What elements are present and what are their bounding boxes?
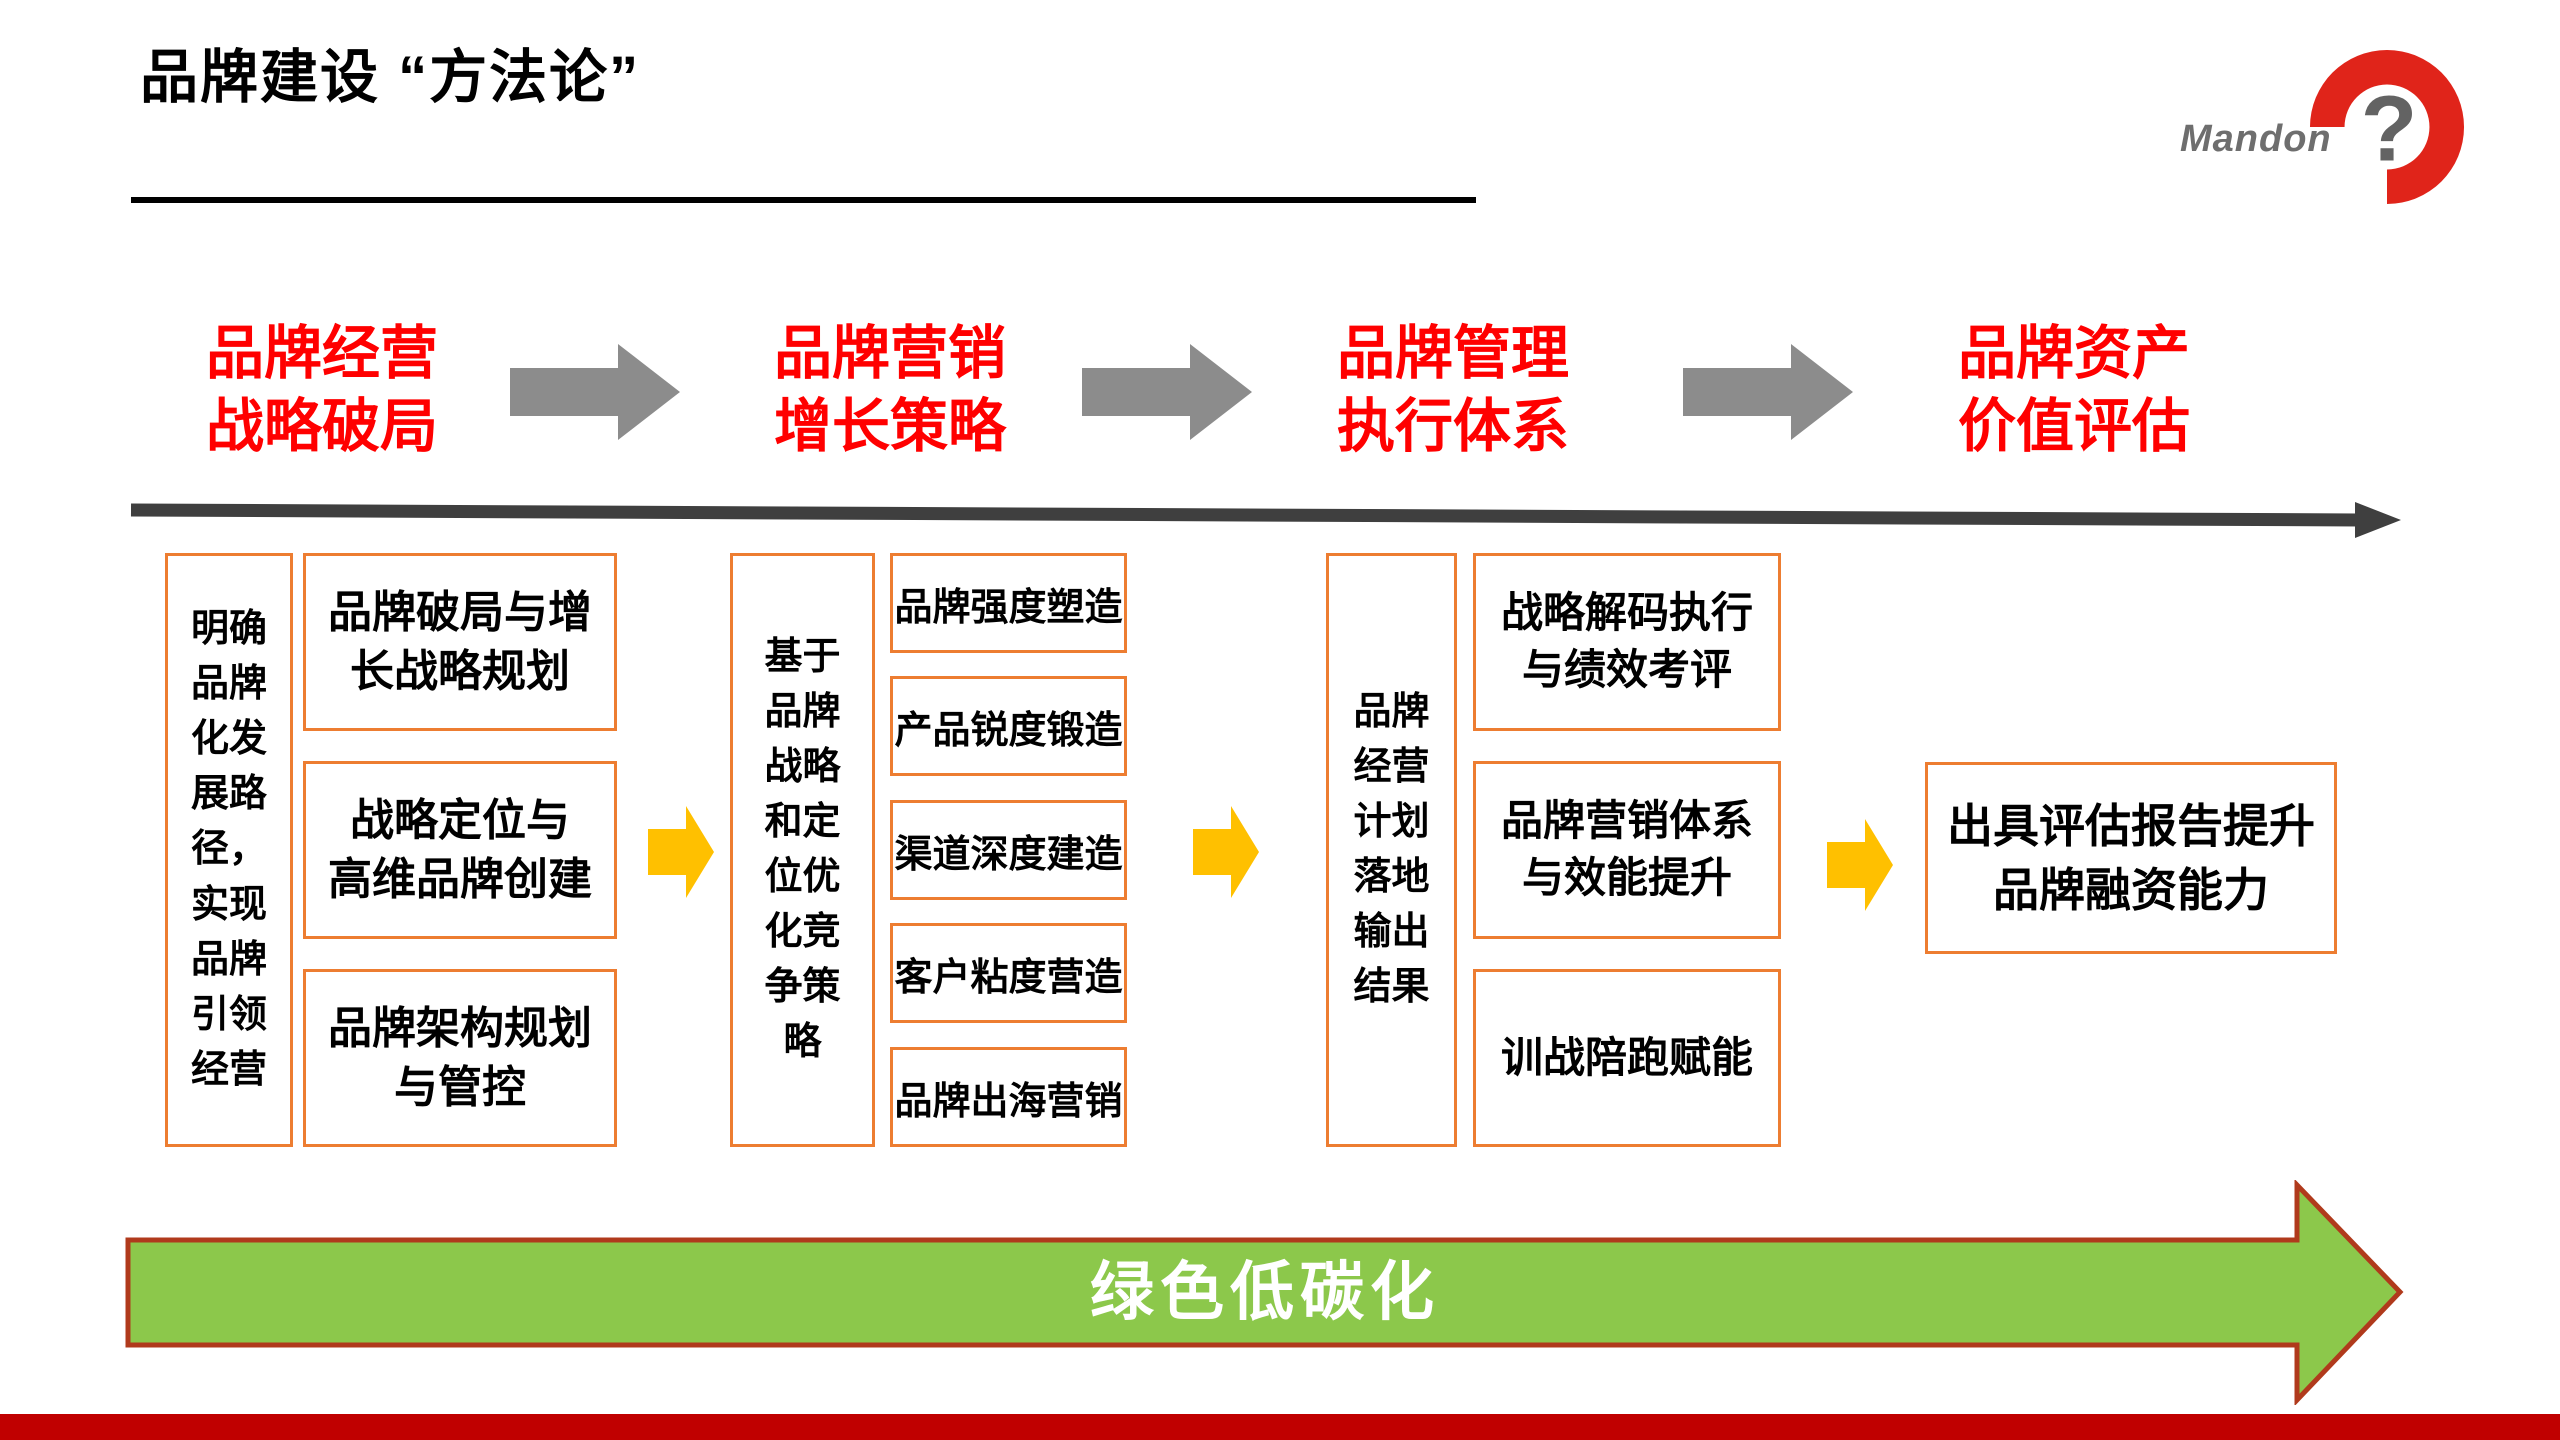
result-box: 出具评估报告提升 品牌融资能力 xyxy=(1925,762,2337,954)
title-underline xyxy=(131,197,1476,203)
group-3-box-3: 训战陪跑赋能 xyxy=(1473,969,1781,1147)
group-2-box-5: 品牌出海营销 xyxy=(890,1047,1127,1147)
logo-mark-icon: ? xyxy=(2309,49,2465,205)
flow-arrow-icon-1 xyxy=(648,806,714,898)
group-1-box-3: 品牌架构规划 与管控 xyxy=(303,969,617,1147)
group-1-box-2: 战略定位与 高维品牌创建 xyxy=(303,761,617,939)
group-1-side-box: 明确 品牌 化发 展路 径， 实现 品牌 引领 经营 xyxy=(165,553,293,1147)
stage-arrow-icon-1 xyxy=(510,344,680,440)
group-3-side-box: 品牌 经营 计划 落地 输出 结果 xyxy=(1326,553,1457,1147)
logo-brand-name: Mandon xyxy=(2180,118,2332,160)
stage-arrow-icon-2 xyxy=(1082,344,1252,440)
stage-arrow-icon-3 xyxy=(1683,344,1853,440)
stage-label-2: 品牌营销 增长策略 xyxy=(773,321,1006,459)
banner-arrow xyxy=(125,1180,2404,1405)
group-2-box-3: 渠道深度建造 xyxy=(890,800,1127,900)
stage-label-4: 品牌资产 价值评估 xyxy=(1957,321,2190,459)
group-2-box-4: 客户粘度营造 xyxy=(890,923,1127,1023)
logo-question-icon: ? xyxy=(2361,77,2418,181)
banner-label: 绿色低碳化 xyxy=(1090,1256,1440,1328)
stage-label-3: 品牌管理 执行体系 xyxy=(1336,321,1569,459)
footer-bar xyxy=(0,1414,2560,1440)
group-1-box-1: 品牌破局与增 长战略规划 xyxy=(303,553,617,731)
timeline-arrow xyxy=(130,502,2401,538)
group-2-side-box: 基于 品牌 战略 和定 位优 化竞 争策 略 xyxy=(730,553,875,1147)
logo-ring xyxy=(2309,49,2465,205)
flow-arrow-icon-3 xyxy=(1827,819,1893,911)
group-3-box-2: 品牌营销体系 与效能提升 xyxy=(1473,761,1781,939)
group-2-box-1: 品牌强度塑造 xyxy=(890,553,1127,653)
group-2-box-2: 产品锐度锻造 xyxy=(890,676,1127,776)
flow-arrow-icon-2 xyxy=(1193,806,1259,898)
group-3-box-1: 战略解码执行 与绩效考评 xyxy=(1473,553,1781,731)
page-title: 品牌建设 “方法论” xyxy=(140,45,641,110)
stage-label-1: 品牌经营 战略破局 xyxy=(205,321,438,459)
